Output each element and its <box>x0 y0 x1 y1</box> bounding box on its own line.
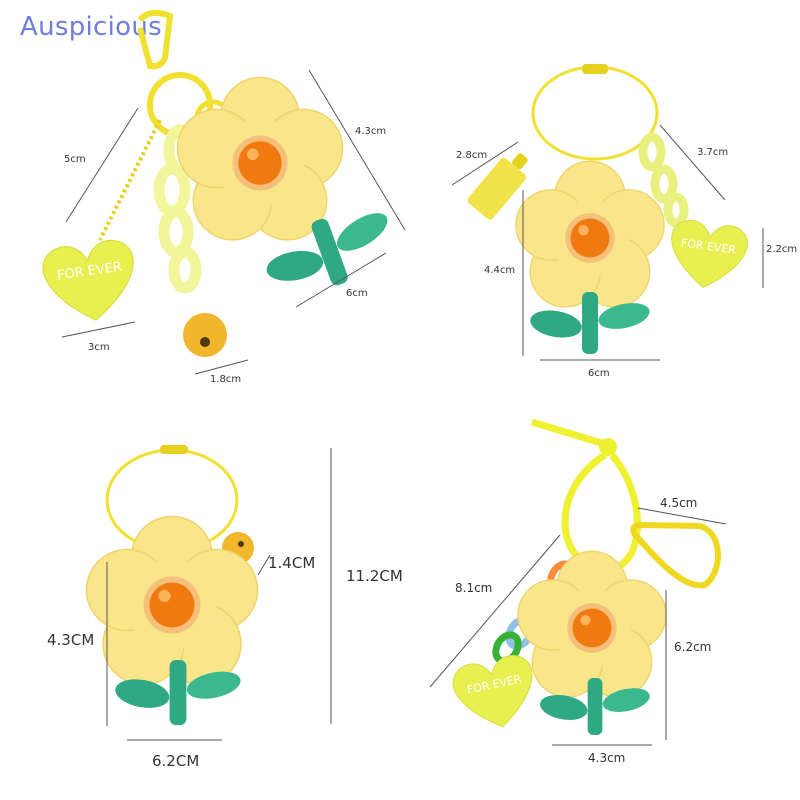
heart-charm <box>664 217 751 294</box>
dim-label: 4.3cm <box>355 126 386 137</box>
dim-label: 6.2CM <box>152 752 199 770</box>
dim-label: 6cm <box>588 368 610 379</box>
heart-charm <box>449 651 543 736</box>
dim-label: 1.8cm <box>210 374 241 385</box>
dim-label: 2.2cm <box>766 244 797 255</box>
dim-label: 4.5cm <box>660 496 697 510</box>
tassel <box>467 153 528 220</box>
dim-label: 4.3cm <box>588 751 625 765</box>
panel-bottom-right: FOR EVER 4.5cm 8.1cm 6.2cm 4.3cm <box>429 418 727 765</box>
dim-label: 3cm <box>88 342 110 353</box>
dim-label: 2.8cm <box>456 150 487 161</box>
dim-label: 4.3CM <box>47 631 94 649</box>
dim-label: 6.2cm <box>674 640 711 654</box>
dim-label: 11.2CM <box>346 567 403 585</box>
heart-charm <box>39 236 142 328</box>
brand-watermark: Auspicious <box>20 12 162 42</box>
dim-label: 4.4cm <box>484 265 515 276</box>
dim-label: 1.4CM <box>268 554 315 572</box>
panel-top-right: FOR EVER 2.8cm 3.7cm 4.4cm 2.2cm 6cm <box>451 64 797 379</box>
dim-label: 6cm <box>346 288 368 299</box>
dim-label: 3.7cm <box>697 147 728 158</box>
panel-top-left: FOR EVER 5cm 4.3cm 6cm 3cm 1.8cm <box>39 9 406 385</box>
dim-label: 8.1cm <box>455 581 492 595</box>
panel-bottom-left: 1.4CM 11.2CM 4.3CM 6.2CM <box>47 445 403 770</box>
dim-label: 5cm <box>64 154 86 165</box>
